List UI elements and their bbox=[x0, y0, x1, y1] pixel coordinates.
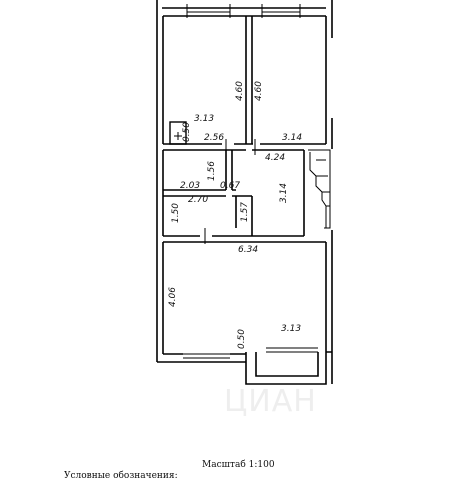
watermark: ЦИАН bbox=[224, 384, 317, 419]
dim-256: 2.56 bbox=[204, 133, 224, 143]
dim-270: 2.70 bbox=[188, 195, 208, 205]
dim-203: 2.03 bbox=[180, 181, 200, 191]
dim-150: 1.50 bbox=[171, 203, 181, 223]
window-bottom-right bbox=[266, 347, 318, 353]
staircase bbox=[308, 149, 331, 229]
dim-050-bottom: 0.50 bbox=[237, 329, 247, 349]
wall-partition-upper bbox=[245, 16, 253, 144]
riser-mark bbox=[174, 132, 182, 140]
wall-lower-room bbox=[162, 241, 327, 354]
dim-067: 0.67 bbox=[220, 181, 240, 191]
dim-050-top: 0.50 bbox=[182, 122, 192, 142]
dim-314-vertical: 3.14 bbox=[279, 183, 289, 203]
dim-460-right: 4.60 bbox=[254, 81, 264, 101]
legend-label: Условные обозначения: bbox=[64, 471, 178, 481]
wall-small-room bbox=[163, 150, 252, 228]
balcony bbox=[245, 352, 327, 385]
ventilation-shaft bbox=[169, 121, 187, 145]
dim-424: 4.24 bbox=[265, 153, 285, 163]
dim-314-right: 3.14 bbox=[282, 133, 302, 143]
dim-406: 4.06 bbox=[168, 287, 178, 307]
dim-156: 1.56 bbox=[207, 161, 217, 181]
scale-label: Масштаб 1:100 bbox=[202, 460, 275, 470]
window-top-left bbox=[187, 7, 230, 17]
dim-634: 6.34 bbox=[238, 245, 258, 255]
window-top-right bbox=[262, 7, 300, 17]
window-bottom-left bbox=[183, 353, 230, 363]
dim-157: 1.57 bbox=[240, 202, 250, 222]
dim-313-bottom: 3.13 bbox=[281, 324, 301, 334]
dim-313-top: 3.13 bbox=[194, 114, 214, 124]
door-marks bbox=[186, 4, 301, 244]
wall-bath bbox=[163, 196, 304, 237]
dim-460-left: 4.60 bbox=[235, 81, 245, 101]
